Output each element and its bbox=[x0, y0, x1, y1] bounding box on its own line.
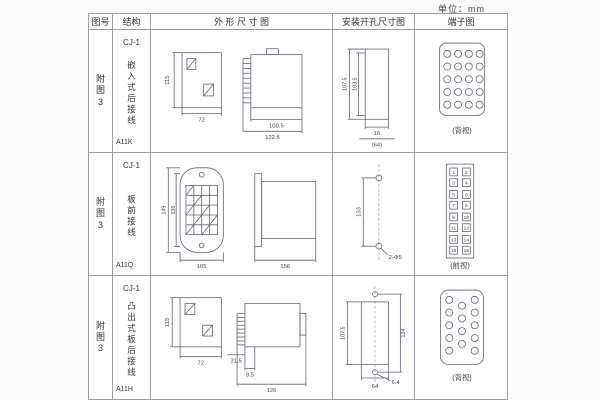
row2-terminal-cell: 1 2 3 4 5 6 7 8 9 10 11 12 bbox=[415, 153, 507, 276]
row2-side-view: 156 bbox=[253, 173, 316, 270]
row3-fig-cell: 附图3 bbox=[89, 276, 113, 399]
dim-label: 31.5 bbox=[230, 358, 242, 364]
row3-model-label: CJ-1 bbox=[123, 284, 140, 293]
row2-front-view: 149 135 105 bbox=[161, 167, 224, 270]
row3-outline-cell: 115 72 31.5 bbox=[151, 276, 333, 399]
row2-structure-cell: CJ-1 板前接线 A11Q bbox=[113, 153, 151, 276]
terminal-number: 5 bbox=[452, 192, 455, 198]
row1-model-label: CJ-1 bbox=[123, 38, 140, 47]
col-header-terminal: 端子图 bbox=[415, 14, 507, 30]
view-label: (背视) bbox=[452, 126, 472, 135]
row2-terminal-drawing: 1 2 3 4 5 6 7 8 9 10 11 12 bbox=[445, 163, 475, 270]
row3-mounting-cell: 107.5 124 64 6.4 bbox=[333, 276, 415, 399]
dim-label: 107.5 bbox=[340, 326, 346, 339]
col-header-structure: 结构 bbox=[113, 14, 151, 30]
row1-front-view: 115 72 bbox=[165, 52, 222, 123]
terminal-number: 12 bbox=[464, 226, 470, 232]
dim-label: 72 bbox=[197, 360, 204, 366]
row3-type-code: A11H bbox=[116, 385, 133, 393]
row2-mounting-drawing: 133 2-Φ5 bbox=[356, 164, 401, 261]
row1-structure-desc: 嵌入式后接线 bbox=[127, 59, 136, 126]
row3-terminal-cell: (背视) bbox=[415, 276, 507, 399]
dim-label: 135 bbox=[171, 206, 177, 215]
dim-label: 64 bbox=[371, 383, 378, 389]
row3-mounting-drawing: 107.5 124 64 6.4 bbox=[340, 285, 407, 389]
row2-outline-drawing: 149 135 105 156 bbox=[161, 167, 316, 270]
row2-structure-desc: 板前接线 bbox=[127, 193, 136, 238]
terminal-number: 14 bbox=[464, 237, 470, 243]
terminal-number: 10 bbox=[464, 215, 470, 221]
row2-type-code: A11Q bbox=[116, 262, 134, 269]
dim-label: 133 bbox=[356, 207, 362, 217]
dim-label: 100.5 bbox=[269, 123, 284, 129]
row1-outline-cell: 115 72 1 bbox=[151, 30, 333, 153]
row3-front-view: 115 72 bbox=[165, 296, 222, 366]
col-header-outline: 外 形 尺 寸 图 bbox=[151, 14, 333, 30]
terminal-pins bbox=[443, 49, 484, 109]
terminal-number: 2 bbox=[465, 170, 468, 176]
dim-label: 115 bbox=[165, 316, 171, 326]
terminal-number: 4 bbox=[465, 181, 468, 187]
dim-label: 103.5 bbox=[352, 77, 358, 90]
row1-structure-cell: CJ-1 嵌入式后接线 A11K bbox=[113, 30, 151, 153]
row1-outline-drawing: 115 72 1 bbox=[165, 48, 302, 141]
terminal-number: 13 bbox=[451, 237, 457, 243]
dim-label: 105 bbox=[196, 264, 207, 270]
terminal-pins bbox=[445, 295, 479, 355]
row1-side-view: 100.5 122.5 bbox=[242, 48, 302, 141]
terminal-number: 8 bbox=[465, 203, 468, 209]
row3-side-view: 31.5 9.5 126 bbox=[226, 302, 306, 394]
terminal-number: 7 bbox=[452, 203, 455, 209]
row1-terminal-drawing: (背视) bbox=[439, 42, 485, 135]
row1-type-code: A11K bbox=[116, 139, 133, 146]
terminal-number: 15 bbox=[451, 248, 457, 254]
row2-outline-cell: 149 135 105 156 bbox=[151, 153, 333, 276]
terminal-number: 11 bbox=[451, 226, 456, 232]
unit-label: 单位：mm bbox=[438, 4, 485, 14]
row1-mounting-cell: 107.5 103.5 16 (64) bbox=[333, 30, 415, 153]
dim-label: 126 bbox=[266, 388, 277, 394]
terminal-number: 6 bbox=[465, 192, 468, 198]
row2-mounting-cell: 133 2-Φ5 bbox=[333, 153, 415, 276]
terminal-number: 16 bbox=[464, 248, 470, 254]
dim-label: (64) bbox=[371, 143, 381, 149]
dim-label: 72 bbox=[198, 117, 205, 123]
dim-label: 16 bbox=[373, 131, 380, 137]
row1-terminal-cell: (背视) bbox=[415, 30, 507, 153]
dim-label: 149 bbox=[161, 206, 167, 215]
dim-label: 122.5 bbox=[265, 135, 280, 141]
row1-fig-cell: 附图3 bbox=[89, 30, 113, 153]
row1-fig-label: 附图3 bbox=[95, 74, 105, 107]
row3-structure-desc: 凸出式板后接线 bbox=[127, 300, 136, 378]
row2-fig-label: 附图3 bbox=[95, 197, 105, 230]
row1-mounting-drawing: 107.5 103.5 16 (64) bbox=[342, 48, 394, 149]
row2-fig-cell: 附图3 bbox=[89, 153, 113, 276]
dimension-table: 图号 结构 外 形 尺 寸 图 安装开孔尺寸图 端子图 附图3 CJ-1 嵌入式… bbox=[88, 13, 508, 400]
dim-label: 9.5 bbox=[245, 372, 254, 378]
dim-label: 107.5 bbox=[342, 77, 348, 90]
row3-structure-cell: CJ-1 凸出式板后接线 A11H bbox=[113, 276, 151, 399]
col-header-mounting: 安装开孔尺寸图 bbox=[333, 14, 415, 30]
view-label: (背视) bbox=[452, 373, 472, 382]
dim-label: 124 bbox=[401, 328, 407, 337]
row3-fig-label: 附图3 bbox=[95, 320, 105, 354]
row2-model-label: CJ-1 bbox=[123, 161, 140, 170]
row3-outline-drawing: 115 72 31.5 bbox=[165, 296, 306, 394]
terminal-strip: 1 2 3 4 5 6 7 8 9 10 11 12 bbox=[449, 167, 471, 255]
terminal-number: 9 bbox=[452, 215, 455, 221]
row3-terminal-drawing: (背视) bbox=[440, 289, 484, 382]
dim-label: 2-Φ5 bbox=[388, 255, 401, 261]
terminal-number: 3 bbox=[452, 181, 455, 187]
col-header-fig: 图号 bbox=[89, 14, 113, 30]
dim-label: 6.4 bbox=[391, 379, 400, 385]
dim-label: 115 bbox=[165, 75, 171, 85]
terminal-number: 1 bbox=[452, 170, 455, 176]
dim-label: 156 bbox=[280, 264, 291, 270]
view-label: (前视) bbox=[450, 261, 470, 270]
